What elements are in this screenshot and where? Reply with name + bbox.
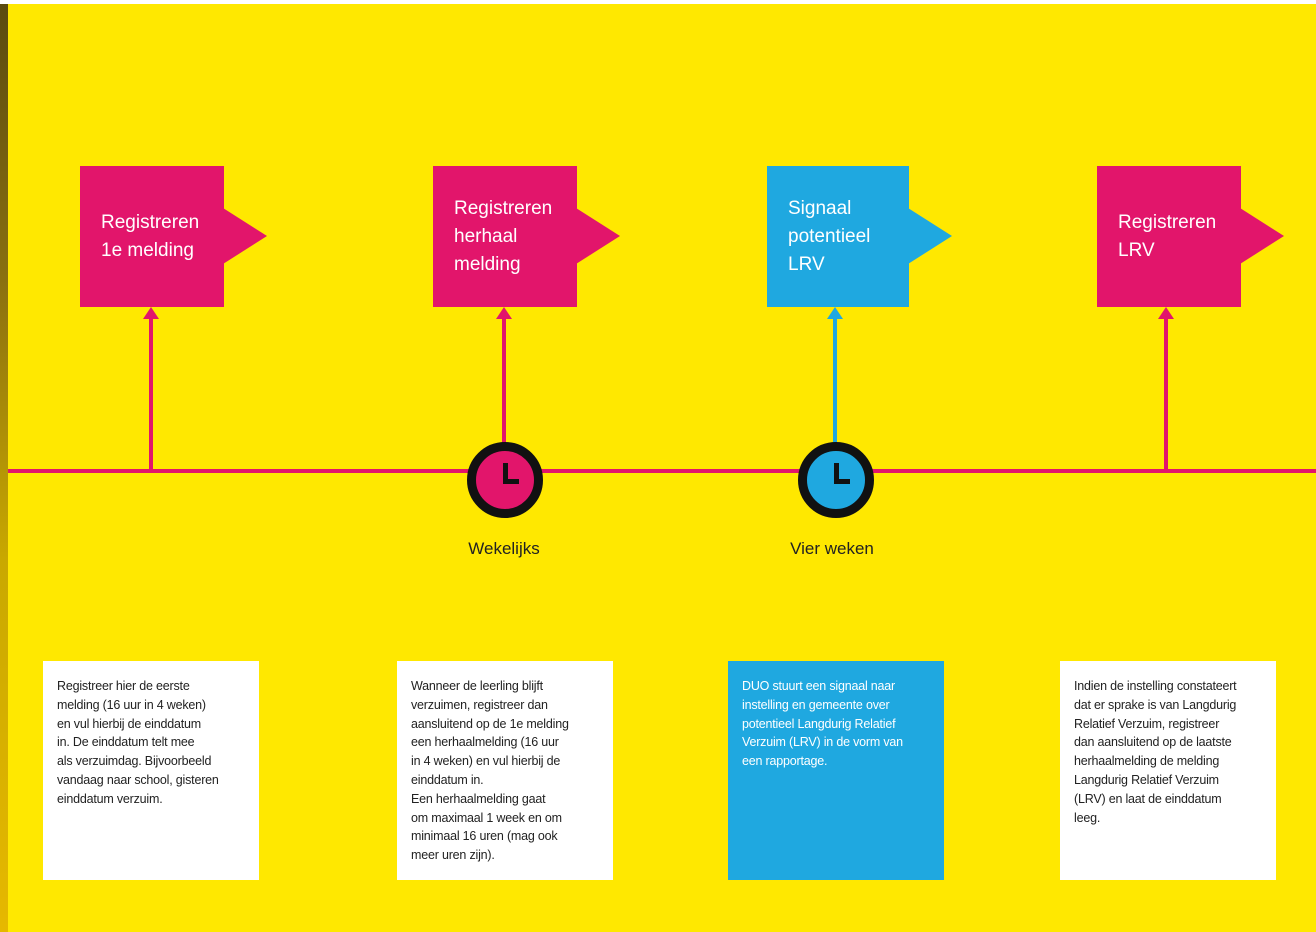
arrowhead-step-4	[1158, 307, 1174, 319]
step-box-2: Registreren herhaal melding	[433, 166, 577, 307]
clock-icon	[798, 442, 874, 518]
step-box-3: Signaal potentieel LRV	[767, 166, 909, 307]
description-card-2: Wanneer de leerling blijft verzuimen, re…	[397, 661, 613, 880]
step-box-4: Registreren LRV	[1097, 166, 1241, 307]
arrowhead-step-1	[143, 307, 159, 319]
clock-minute-hand	[834, 479, 850, 484]
arrowhead-step-3	[827, 307, 843, 319]
left-edge-strip	[0, 0, 8, 932]
step-label-2: Registreren herhaal melding	[454, 197, 553, 275]
step-pointer-4	[1240, 208, 1284, 264]
stem-step-2	[502, 318, 506, 446]
arrowhead-step-2	[496, 307, 512, 319]
step-pointer-3	[908, 208, 952, 264]
stem-step-3	[833, 318, 837, 446]
clock-label-weekly: Wekelijks	[468, 539, 540, 558]
step-box-1: Registreren 1e melding	[80, 166, 224, 307]
timeline-line	[8, 469, 1316, 473]
step-label-1: Registreren 1e melding	[101, 211, 200, 261]
clock-hour-hand	[834, 463, 839, 483]
step-pointer-1	[223, 208, 267, 264]
clock-hour-hand	[503, 463, 508, 483]
clock-label-four-weeks: Vier weken	[790, 539, 874, 558]
stem-step-1	[149, 318, 153, 470]
stem-step-4	[1164, 318, 1168, 470]
step-pointer-2	[576, 208, 620, 264]
description-card-1: Registreer hier de eerste melding (16 uu…	[43, 661, 259, 880]
step-label-4: Registreren LRV	[1118, 211, 1217, 261]
clock-icon	[467, 442, 543, 518]
description-card-3: DUO stuurt een signaal naar instelling e…	[728, 661, 944, 880]
step-label-3: Signaal potentieel LRV	[788, 197, 871, 275]
clock-minute-hand	[503, 479, 519, 484]
description-card-4: Indien de instelling constateert dat er …	[1060, 661, 1276, 880]
top-edge-strip	[0, 0, 1316, 4]
